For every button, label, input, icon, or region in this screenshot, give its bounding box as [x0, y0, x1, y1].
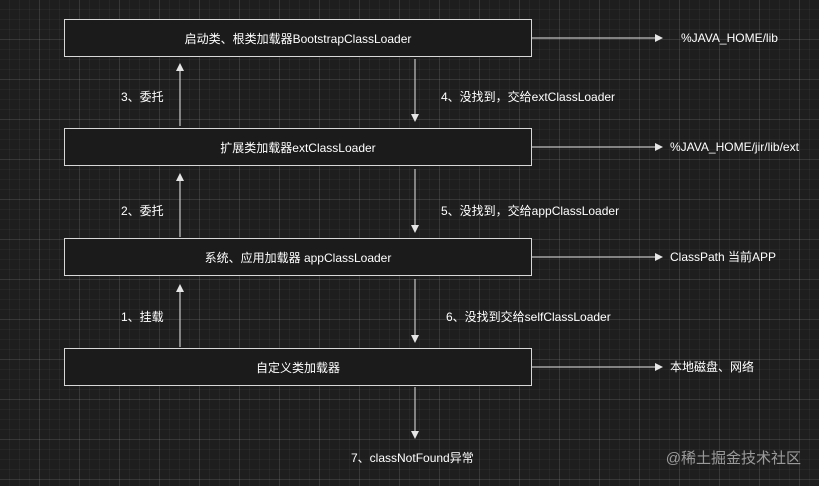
fallback-step-5-label: 5、没找到，交给appClassLoader — [441, 204, 620, 218]
ext-loader-box: 扩展类加载器extClassLoader — [64, 128, 532, 166]
ext-loader-label: 扩展类加载器extClassLoader — [220, 140, 376, 155]
custom-loader-label: 自定义类加载器 — [255, 360, 340, 375]
delegate-step-1-label: 1、挂载 — [121, 310, 164, 324]
custom-path-label: 本地磁盘、网络 — [670, 360, 755, 374]
app-loader-label: 系统、应用加载器 appClassLoader — [204, 250, 392, 265]
bootstrap-loader-box: 启动类、根类加载器BootstrapClassLoader — [64, 19, 532, 57]
delegate-step-3-label: 3、委托 — [121, 90, 164, 104]
ext-path-label: %JAVA_HOME/jir/lib/ext — [670, 140, 799, 154]
bootstrap-path-label: %JAVA_HOME/lib — [681, 31, 778, 45]
custom-loader-box: 自定义类加载器 — [64, 348, 532, 386]
watermark-text: @稀土掘金技术社区 — [665, 450, 801, 467]
exception-label: 7、classNotFound异常 — [351, 451, 474, 465]
fallback-step-4-label: 4、没找到，交给extClassLoader — [441, 90, 616, 104]
bootstrap-loader-label: 启动类、根类加载器BootstrapClassLoader — [184, 31, 412, 46]
app-path-label: ClassPath 当前APP — [670, 250, 777, 264]
delegate-step-2-label: 2、委托 — [121, 204, 164, 218]
app-loader-box: 系统、应用加载器 appClassLoader — [64, 238, 532, 276]
fallback-step-6-label: 6、没找到交给selfClassLoader — [446, 310, 611, 324]
